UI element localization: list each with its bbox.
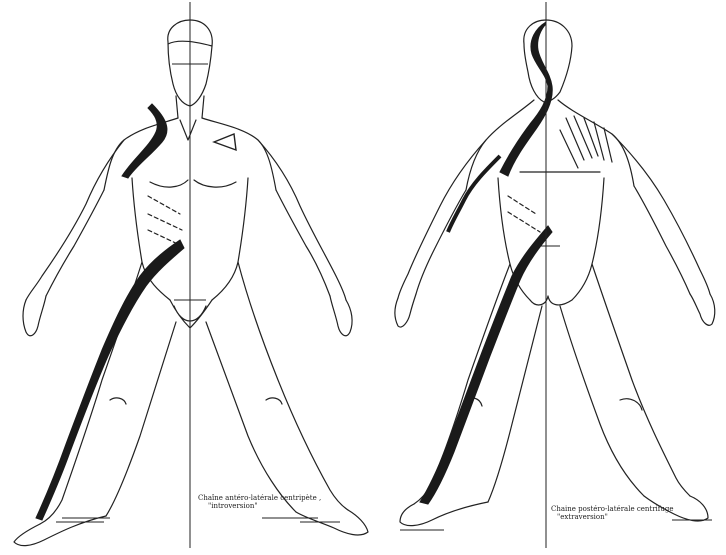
posterior-caption-line1: Chaine postéro-latérale centrifuge xyxy=(551,505,674,513)
posterior-torso xyxy=(466,100,634,300)
posterior-right-leg xyxy=(560,264,690,496)
posterior-left-foot xyxy=(400,502,488,526)
anterior-right-hand xyxy=(330,296,352,336)
posterior-right-hand xyxy=(690,294,715,325)
anterior-caption-line1: Chaîne antéro-latérale centripète , xyxy=(198,494,321,502)
posterior-figure xyxy=(395,20,715,526)
anterior-right-leg xyxy=(206,262,348,512)
anterior-left-hand xyxy=(23,296,46,336)
anterior-pelvis xyxy=(170,300,212,328)
posterior-left-hand xyxy=(395,294,416,327)
posterior-caption-line2: "extraversion" xyxy=(551,513,674,521)
posterior-chain-caption: Chaine postéro-latérale centrifuge "extr… xyxy=(551,505,674,521)
anterior-figure xyxy=(14,20,368,546)
posterior-buttocks xyxy=(530,296,572,305)
anterior-left-leg xyxy=(40,262,176,524)
anterior-right-arm xyxy=(258,140,346,300)
anterior-shoulder-marker xyxy=(214,134,236,150)
anterior-caption-line2: "introversion" xyxy=(198,502,321,510)
anterior-midline xyxy=(56,2,340,548)
anterior-left-foot xyxy=(14,516,106,546)
posterior-upper-arm-chain xyxy=(448,156,500,232)
posterior-chain-band xyxy=(420,22,552,504)
anterior-chain-caption: Chaîne antéro-latérale centripète , "int… xyxy=(198,494,321,510)
anterior-left-arm xyxy=(26,140,124,300)
